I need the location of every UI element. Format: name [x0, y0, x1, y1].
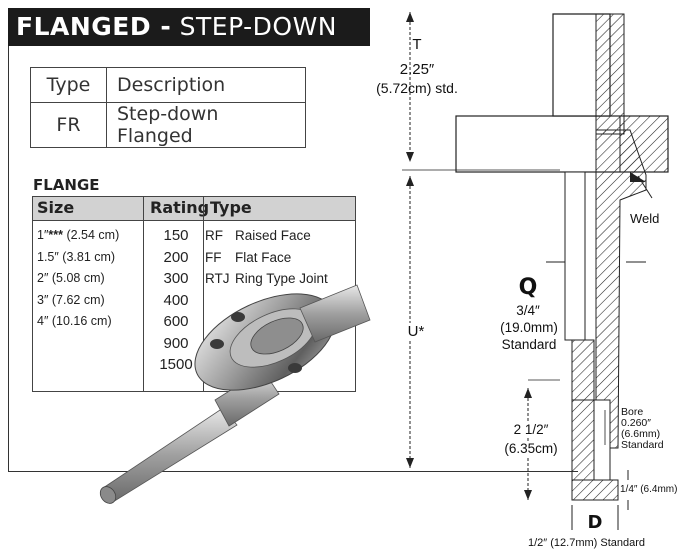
- type-table-header-row: Type Description: [30, 67, 306, 103]
- type-table-row: FR Step-down Flanged: [30, 102, 306, 148]
- frame-bottom-border: [8, 471, 578, 472]
- rating-value: 400: [163, 291, 189, 309]
- cross-section-drawing: [402, 12, 669, 534]
- type-table: Type Description FR Step-down Flanged: [30, 67, 306, 148]
- bore-value: 0.260″: [621, 417, 651, 429]
- flange-table-header: Size Rating Type: [33, 197, 355, 221]
- dimension-tip-metric: (6.35cm): [496, 441, 566, 456]
- dimension-t-metric: (5.72cm) std.: [376, 80, 458, 96]
- dimension-q-value: 3/4″: [516, 303, 540, 318]
- dimension-q-note: Standard: [501, 337, 557, 352]
- dimension-q-metric: (19.0mm): [500, 320, 558, 335]
- dimension-t-value: 2.25″: [399, 61, 435, 78]
- type-description-cell: Step-down Flanged: [106, 102, 306, 148]
- flange-table: Size Rating Type 1″*** (2.54 cm) 1.5″ (3…: [32, 196, 356, 392]
- rating-header: Rating: [150, 198, 210, 217]
- type-header: Type: [30, 67, 107, 103]
- size-row: 4″ (10.16 cm): [37, 314, 112, 328]
- thermowell-photo: [99, 284, 371, 504]
- type-code-cell: FR: [30, 102, 107, 148]
- rating-column: 150 200 300 400 600 900 1500: [147, 225, 205, 376]
- title-rest: STEP-DOWN: [171, 12, 337, 41]
- size-column: 1″*** (2.54 cm) 1.5″ (3.81 cm) 2″ (5.08 …: [37, 225, 119, 333]
- dimension-tip-value: 2 1/2″: [504, 422, 558, 437]
- page-title: FLANGED - STEP-DOWN: [8, 8, 370, 46]
- rating-value: 200: [163, 248, 189, 266]
- size-row: 1″*** (2.54 cm): [37, 228, 120, 242]
- size-row: 3″ (7.62 cm): [37, 292, 105, 307]
- size-row: 2″ (5.08 cm): [37, 271, 105, 285]
- column-divider: [143, 197, 144, 391]
- dimension-t-letter: T: [412, 36, 422, 53]
- weld-label: Weld: [630, 211, 660, 226]
- dimension-u-label: U*: [396, 323, 436, 340]
- dimension-q-letter: Q: [518, 275, 538, 300]
- rating-value: 1500: [159, 356, 193, 373]
- frame-left-border: [8, 46, 9, 472]
- rating-value: 150: [163, 227, 189, 244]
- bore-metric: (6.6mm): [621, 428, 661, 440]
- flange-type-header: Type: [210, 198, 252, 217]
- rating-value: 600: [163, 313, 189, 330]
- dimension-d-value: 1/2″ (12.7mm) Standard: [528, 537, 646, 549]
- bore-note: Standard: [621, 439, 664, 451]
- rating-value: 300: [163, 270, 189, 287]
- column-divider: [203, 197, 204, 391]
- tip-thickness-label: 1/4″ (6.4mm): [620, 484, 677, 495]
- bore-label: Bore: [621, 406, 644, 418]
- dimension-d-letter: D: [587, 512, 603, 533]
- description-header: Description: [106, 67, 306, 103]
- title-bold: FLANGED -: [16, 12, 172, 41]
- size-row: 1.5″ (3.81 cm): [37, 249, 116, 264]
- flange-section-label: FLANGE: [33, 176, 100, 194]
- size-header: Size: [37, 198, 75, 217]
- rating-value: 900: [163, 334, 189, 352]
